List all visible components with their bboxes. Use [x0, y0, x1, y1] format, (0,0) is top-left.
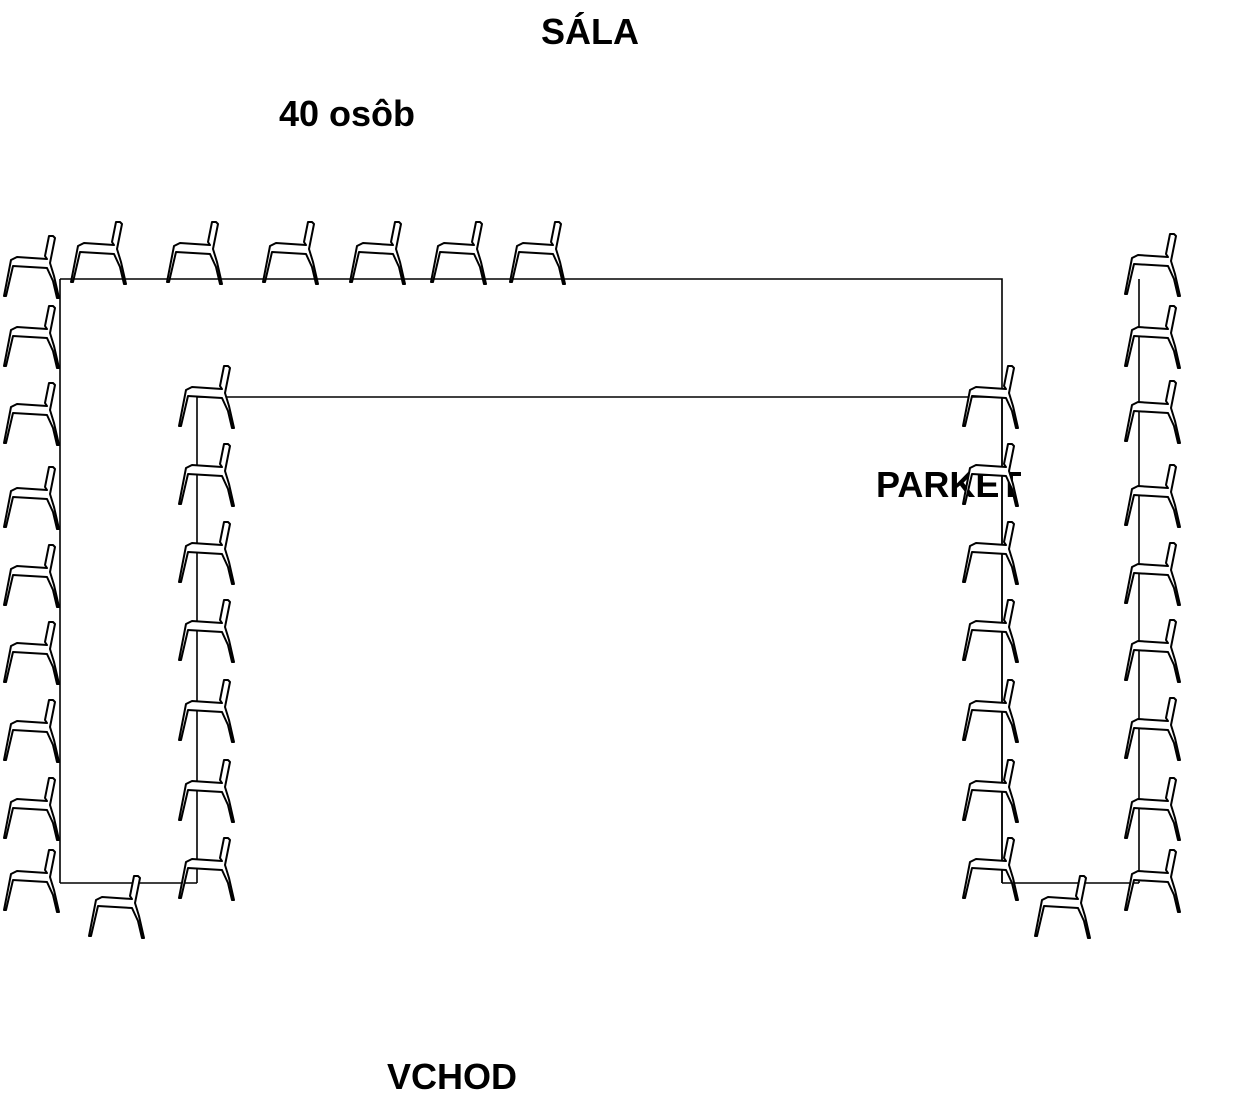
chair-icon: [262, 221, 319, 285]
chair-icon: [70, 221, 127, 285]
chair-icon: [1124, 542, 1181, 606]
chair-icon: [178, 599, 235, 663]
chair-icon: [962, 759, 1019, 823]
chair-icon: [3, 466, 60, 530]
chair-icon: [3, 235, 60, 299]
chair-icon: [1124, 233, 1181, 297]
chair-icon: [178, 759, 235, 823]
capacity-label: 40 osôb: [279, 93, 416, 134]
chair-icon: [1124, 380, 1181, 444]
chair-icon: [3, 305, 60, 369]
chair-icon: [962, 679, 1019, 743]
chair-icon: [3, 621, 60, 685]
chair-icon: [962, 443, 1019, 507]
chair-icon: [3, 777, 60, 841]
chair-icon: [3, 544, 60, 608]
chair-icon: [962, 837, 1019, 901]
hall-label: SÁLA: [541, 11, 639, 52]
chair-icon: [509, 221, 566, 285]
chair-icon: [1124, 464, 1181, 528]
chair-icon: [962, 521, 1019, 585]
chair-icon: [1124, 619, 1181, 683]
chair-icon: [1034, 875, 1091, 939]
chair-icon: [178, 443, 235, 507]
chair-icon: [166, 221, 223, 285]
entrance-label: VCHOD: [387, 1056, 518, 1097]
chair-icon: [962, 599, 1019, 663]
chair-icon: [430, 221, 487, 285]
table-outline: [59, 278, 1140, 884]
chair-icon: [1124, 777, 1181, 841]
chair-icon: [962, 365, 1019, 429]
chair-icon: [3, 699, 60, 763]
chairs-group: [3, 221, 1181, 939]
chair-icon: [1124, 849, 1181, 913]
chair-icon: [1124, 305, 1181, 369]
chair-icon: [3, 382, 60, 446]
chair-icon: [349, 221, 406, 285]
chair-icon: [88, 875, 145, 939]
chair-icon: [178, 365, 235, 429]
chair-icon: [3, 849, 60, 913]
chair-icon: [178, 521, 235, 585]
chair-icon: [1124, 697, 1181, 761]
chair-icon: [178, 679, 235, 743]
chair-icon: [178, 837, 235, 901]
